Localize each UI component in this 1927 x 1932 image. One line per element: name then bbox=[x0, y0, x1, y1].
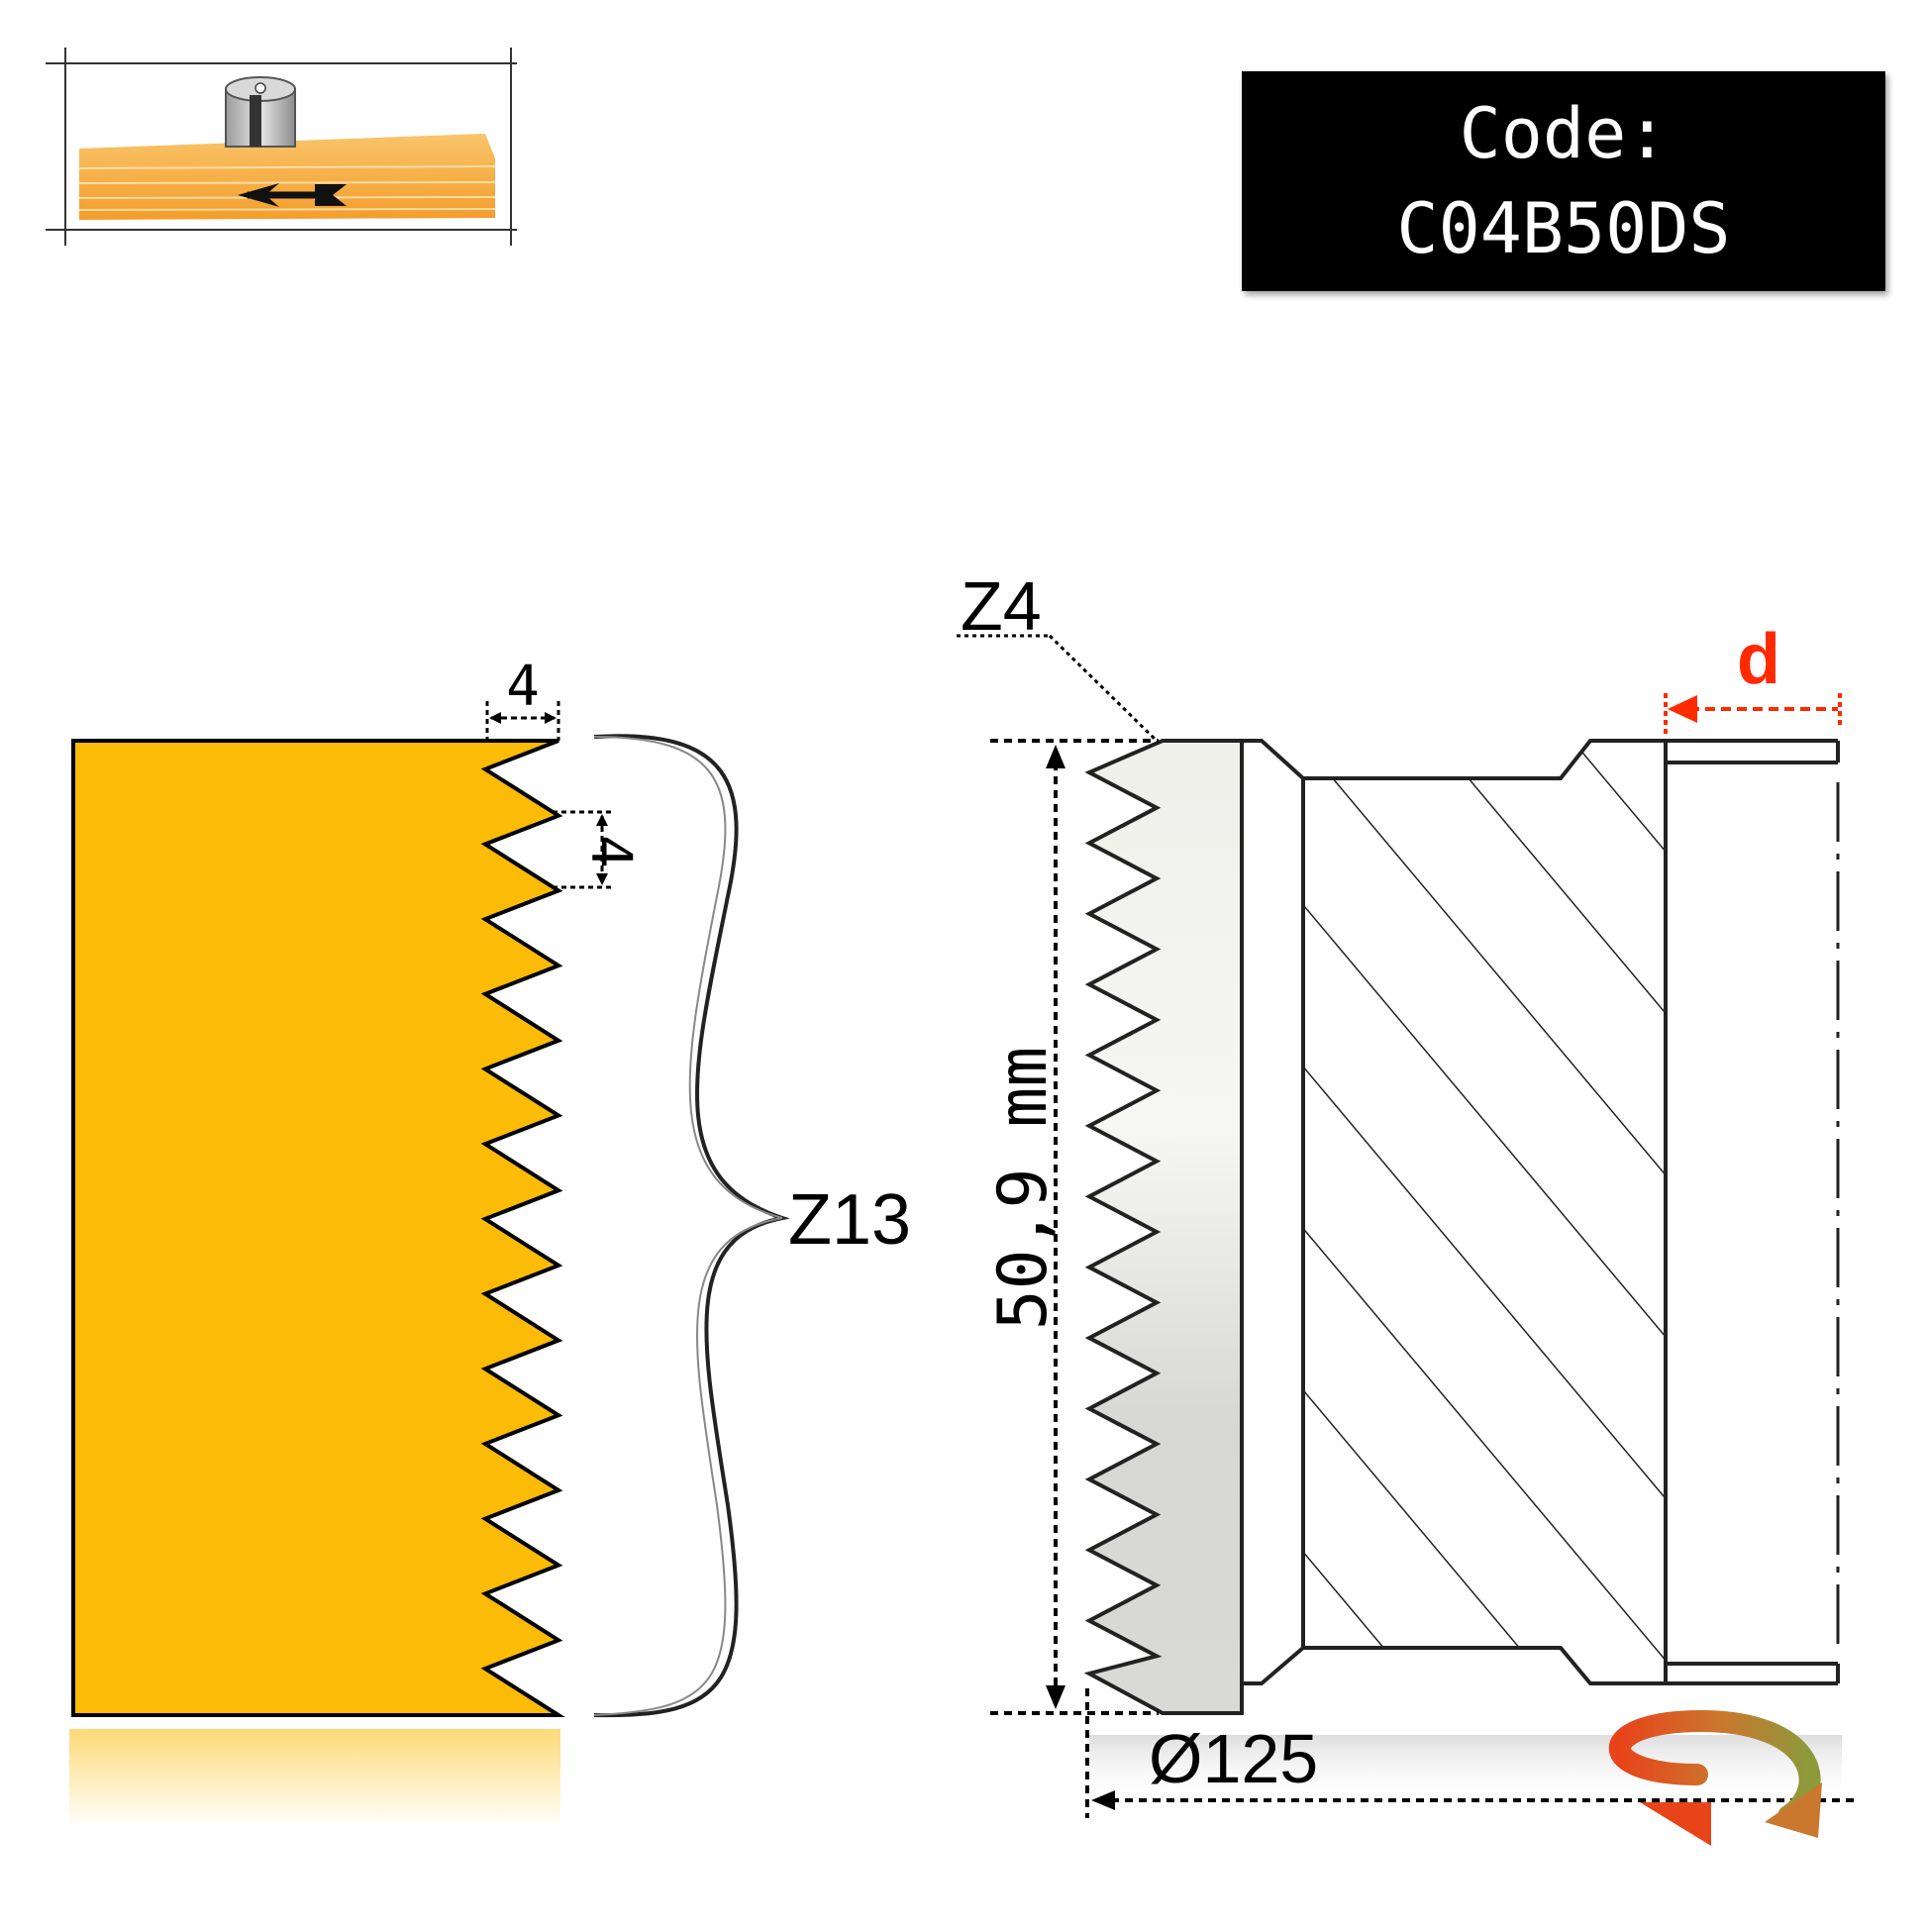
code-title: Code: bbox=[1459, 93, 1669, 174]
cutter-count-callout: Z4 bbox=[957, 567, 1159, 743]
pitch-height-dimension: 4 bbox=[553, 810, 643, 889]
pitch-height-label: 4 bbox=[578, 835, 643, 868]
pitch-width-dimension: 4 bbox=[485, 655, 560, 741]
tooth-count-brace: Z13 bbox=[593, 734, 911, 1718]
tool-reflection bbox=[1089, 1735, 1842, 1804]
machine-pictogram bbox=[46, 48, 517, 246]
pitch-width-label: 4 bbox=[506, 655, 540, 719]
product-code-box: Code: C04B50DS bbox=[1242, 71, 1885, 291]
diameter-label: Ø125 bbox=[1149, 1720, 1318, 1797]
arrow-left-icon bbox=[238, 183, 347, 207]
rotation-arrow-icon bbox=[1608, 1709, 1822, 1846]
tool-section bbox=[1083, 739, 1842, 1804]
code-value: C04B50DS bbox=[1396, 188, 1731, 269]
height-label: 50,9 mm bbox=[984, 1047, 1063, 1331]
tooth-profile bbox=[69, 739, 565, 1828]
diameter-dimension: Ø125 bbox=[1085, 1688, 1854, 1818]
bore-offset-label: d bbox=[1737, 620, 1780, 699]
profile-reflection bbox=[69, 1729, 560, 1828]
bore-offset-marker: d bbox=[1664, 620, 1842, 737]
tooth-count-label: Z13 bbox=[788, 1180, 911, 1260]
cutter-head-icon bbox=[225, 76, 296, 148]
height-dimension: 50,9 mm bbox=[984, 739, 1159, 1715]
cutter-count-label: Z4 bbox=[961, 567, 1042, 645]
